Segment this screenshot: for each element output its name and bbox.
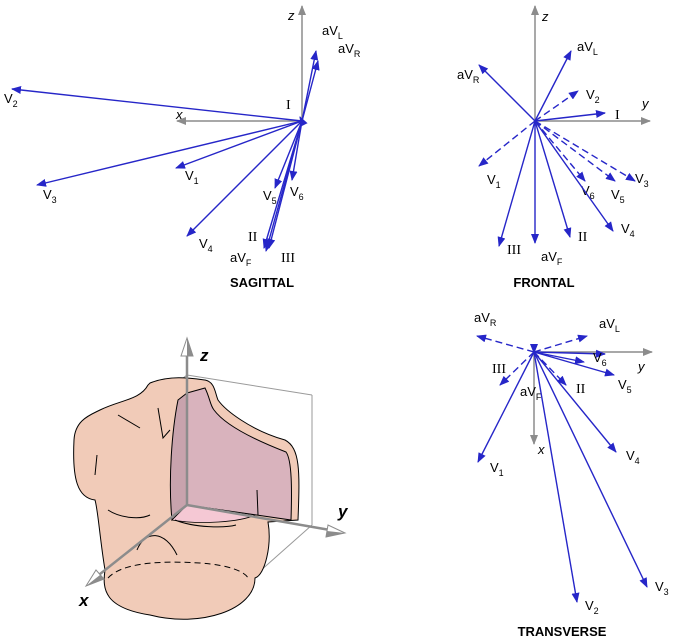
sagittal-x-axis-label: x xyxy=(175,107,183,122)
torso-x-axis xyxy=(94,504,188,579)
frontal-lead-V4-vector xyxy=(534,120,614,232)
frontal-lead-aVL-vector xyxy=(534,50,572,122)
frontal-lead-aVR-vector xyxy=(478,64,536,122)
frontal-lead-II-vector xyxy=(534,120,572,238)
transverse-lead-V6-vector xyxy=(533,349,606,358)
transverse-lead-aVL-label: aVL xyxy=(599,316,620,334)
torso-y-label: y xyxy=(337,502,349,521)
torso-cut-plane xyxy=(186,387,292,521)
transverse-lead-aVR-label: aVR xyxy=(474,310,497,328)
sagittal-lead-aVL-label: aVL xyxy=(322,23,343,41)
sagittal-lead-aVR-label: aVR xyxy=(338,41,361,59)
sagittal-lead-V3-vector xyxy=(36,120,303,187)
frontal-lead-V2-label: V2 xyxy=(586,87,600,105)
torso-x-label: x xyxy=(78,591,90,610)
sagittal-lead-I-label: I xyxy=(286,98,291,113)
transverse-lead-V1-vector xyxy=(477,351,535,463)
sagittal-lead-V2-vector xyxy=(11,86,303,122)
transverse-lead-V2-label: V2 xyxy=(585,598,599,616)
frontal-lead-III-vector xyxy=(497,120,536,247)
sagittal-lead-III-label: III xyxy=(281,251,295,266)
transverse-lead-V1-label: V1 xyxy=(490,460,504,478)
transverse-lead-aVL-vector xyxy=(533,334,588,353)
transverse-lead-V2-vector xyxy=(533,351,580,603)
transverse-lead-aVF-label: aVF xyxy=(520,384,542,402)
sagittal-lead-V2-label: V2 xyxy=(4,91,18,109)
sagittal-lead-V5-vector xyxy=(274,120,303,189)
frontal-lead-V3-vector xyxy=(534,120,636,182)
transverse-lead-III-label: III xyxy=(492,362,506,377)
frontal-lead-V1-vector xyxy=(478,120,536,167)
sagittal-lead-II-label: II xyxy=(248,230,258,245)
frontal-lead-V6-vector xyxy=(534,120,586,182)
torso-detail-lines xyxy=(94,407,259,579)
transverse-x-axis-label: x xyxy=(537,442,545,457)
frontal-lead-aVF-label: aVF xyxy=(541,249,563,267)
sagittal-lead-III-vector xyxy=(267,120,303,249)
frontal-lead-V6-label: V6 xyxy=(581,183,595,201)
frontal-lead-I-label: I xyxy=(615,108,620,123)
transverse-y-axis-label: y xyxy=(637,359,646,374)
transverse-title: TRANSVERSE xyxy=(518,624,607,639)
sagittal-lead-V1-label: V1 xyxy=(185,168,199,186)
frontal-title: FRONTAL xyxy=(513,275,574,290)
frontal-lead-V4-label: V4 xyxy=(621,221,635,239)
transverse-lead-III-vector xyxy=(499,351,535,386)
torso-illustration: z y x xyxy=(73,336,349,620)
sagittal-lead-V4-label: V4 xyxy=(199,236,213,254)
sagittal-lead-aVF-vector xyxy=(262,120,303,249)
frontal-lead-V1-label: V1 xyxy=(487,172,501,190)
transverse-lead-V4-label: V4 xyxy=(626,448,640,466)
sagittal-z-axis-label: z xyxy=(287,8,295,23)
torso-cut-floor xyxy=(171,504,257,523)
sagittal-lead-V6-vector xyxy=(289,120,303,181)
transverse-lead-V3-label: V3 xyxy=(655,579,669,597)
transverse-lead-V3-vector xyxy=(533,351,648,588)
frontal-lead-III-label: III xyxy=(507,243,521,258)
transverse-lead-aVR-vector xyxy=(476,334,535,353)
sagittal-lead-V6-label: V6 xyxy=(290,184,304,202)
torso-z-label: z xyxy=(199,346,209,365)
frontal-lead-aVL-label: aVL xyxy=(577,39,598,57)
transverse-lead-V5-label: V5 xyxy=(618,377,632,395)
frontal-y-axis-label: y xyxy=(641,96,650,111)
frontal-lead-V3-label: V3 xyxy=(635,171,649,189)
sagittal-title: SAGITTAL xyxy=(230,275,294,290)
transverse-lead-II-vector xyxy=(533,351,567,386)
torso-y-axis xyxy=(186,503,331,532)
frontal-lead-I-vector xyxy=(534,110,606,122)
sagittal-lead-V5-label: V5 xyxy=(263,188,277,206)
transverse-lead-V6b-vector xyxy=(533,351,585,365)
sagittal-lead-aVF-label: aVF xyxy=(230,250,252,268)
transverse-lead-V5-vector xyxy=(533,351,615,377)
transverse-lead-V4-vector xyxy=(533,351,617,453)
frontal-lead-V5-label: V5 xyxy=(611,187,625,205)
sagittal-lead-V1-vector xyxy=(175,120,303,169)
transverse-lead-II-label: II xyxy=(576,382,586,397)
frontal-lead-aVR-label: aVR xyxy=(457,67,480,85)
frontal-lead-V2-vector xyxy=(534,90,579,122)
frontal-z-axis-label: z xyxy=(541,9,549,24)
sagittal-lead-aVR-vector xyxy=(301,60,320,122)
sagittal-lead-V4-vector xyxy=(186,120,303,237)
sagittal-lead-V3-label: V3 xyxy=(43,187,57,205)
frontal-lead-V5-vector xyxy=(534,120,616,182)
frontal-lead-II-label: II xyxy=(578,230,588,245)
